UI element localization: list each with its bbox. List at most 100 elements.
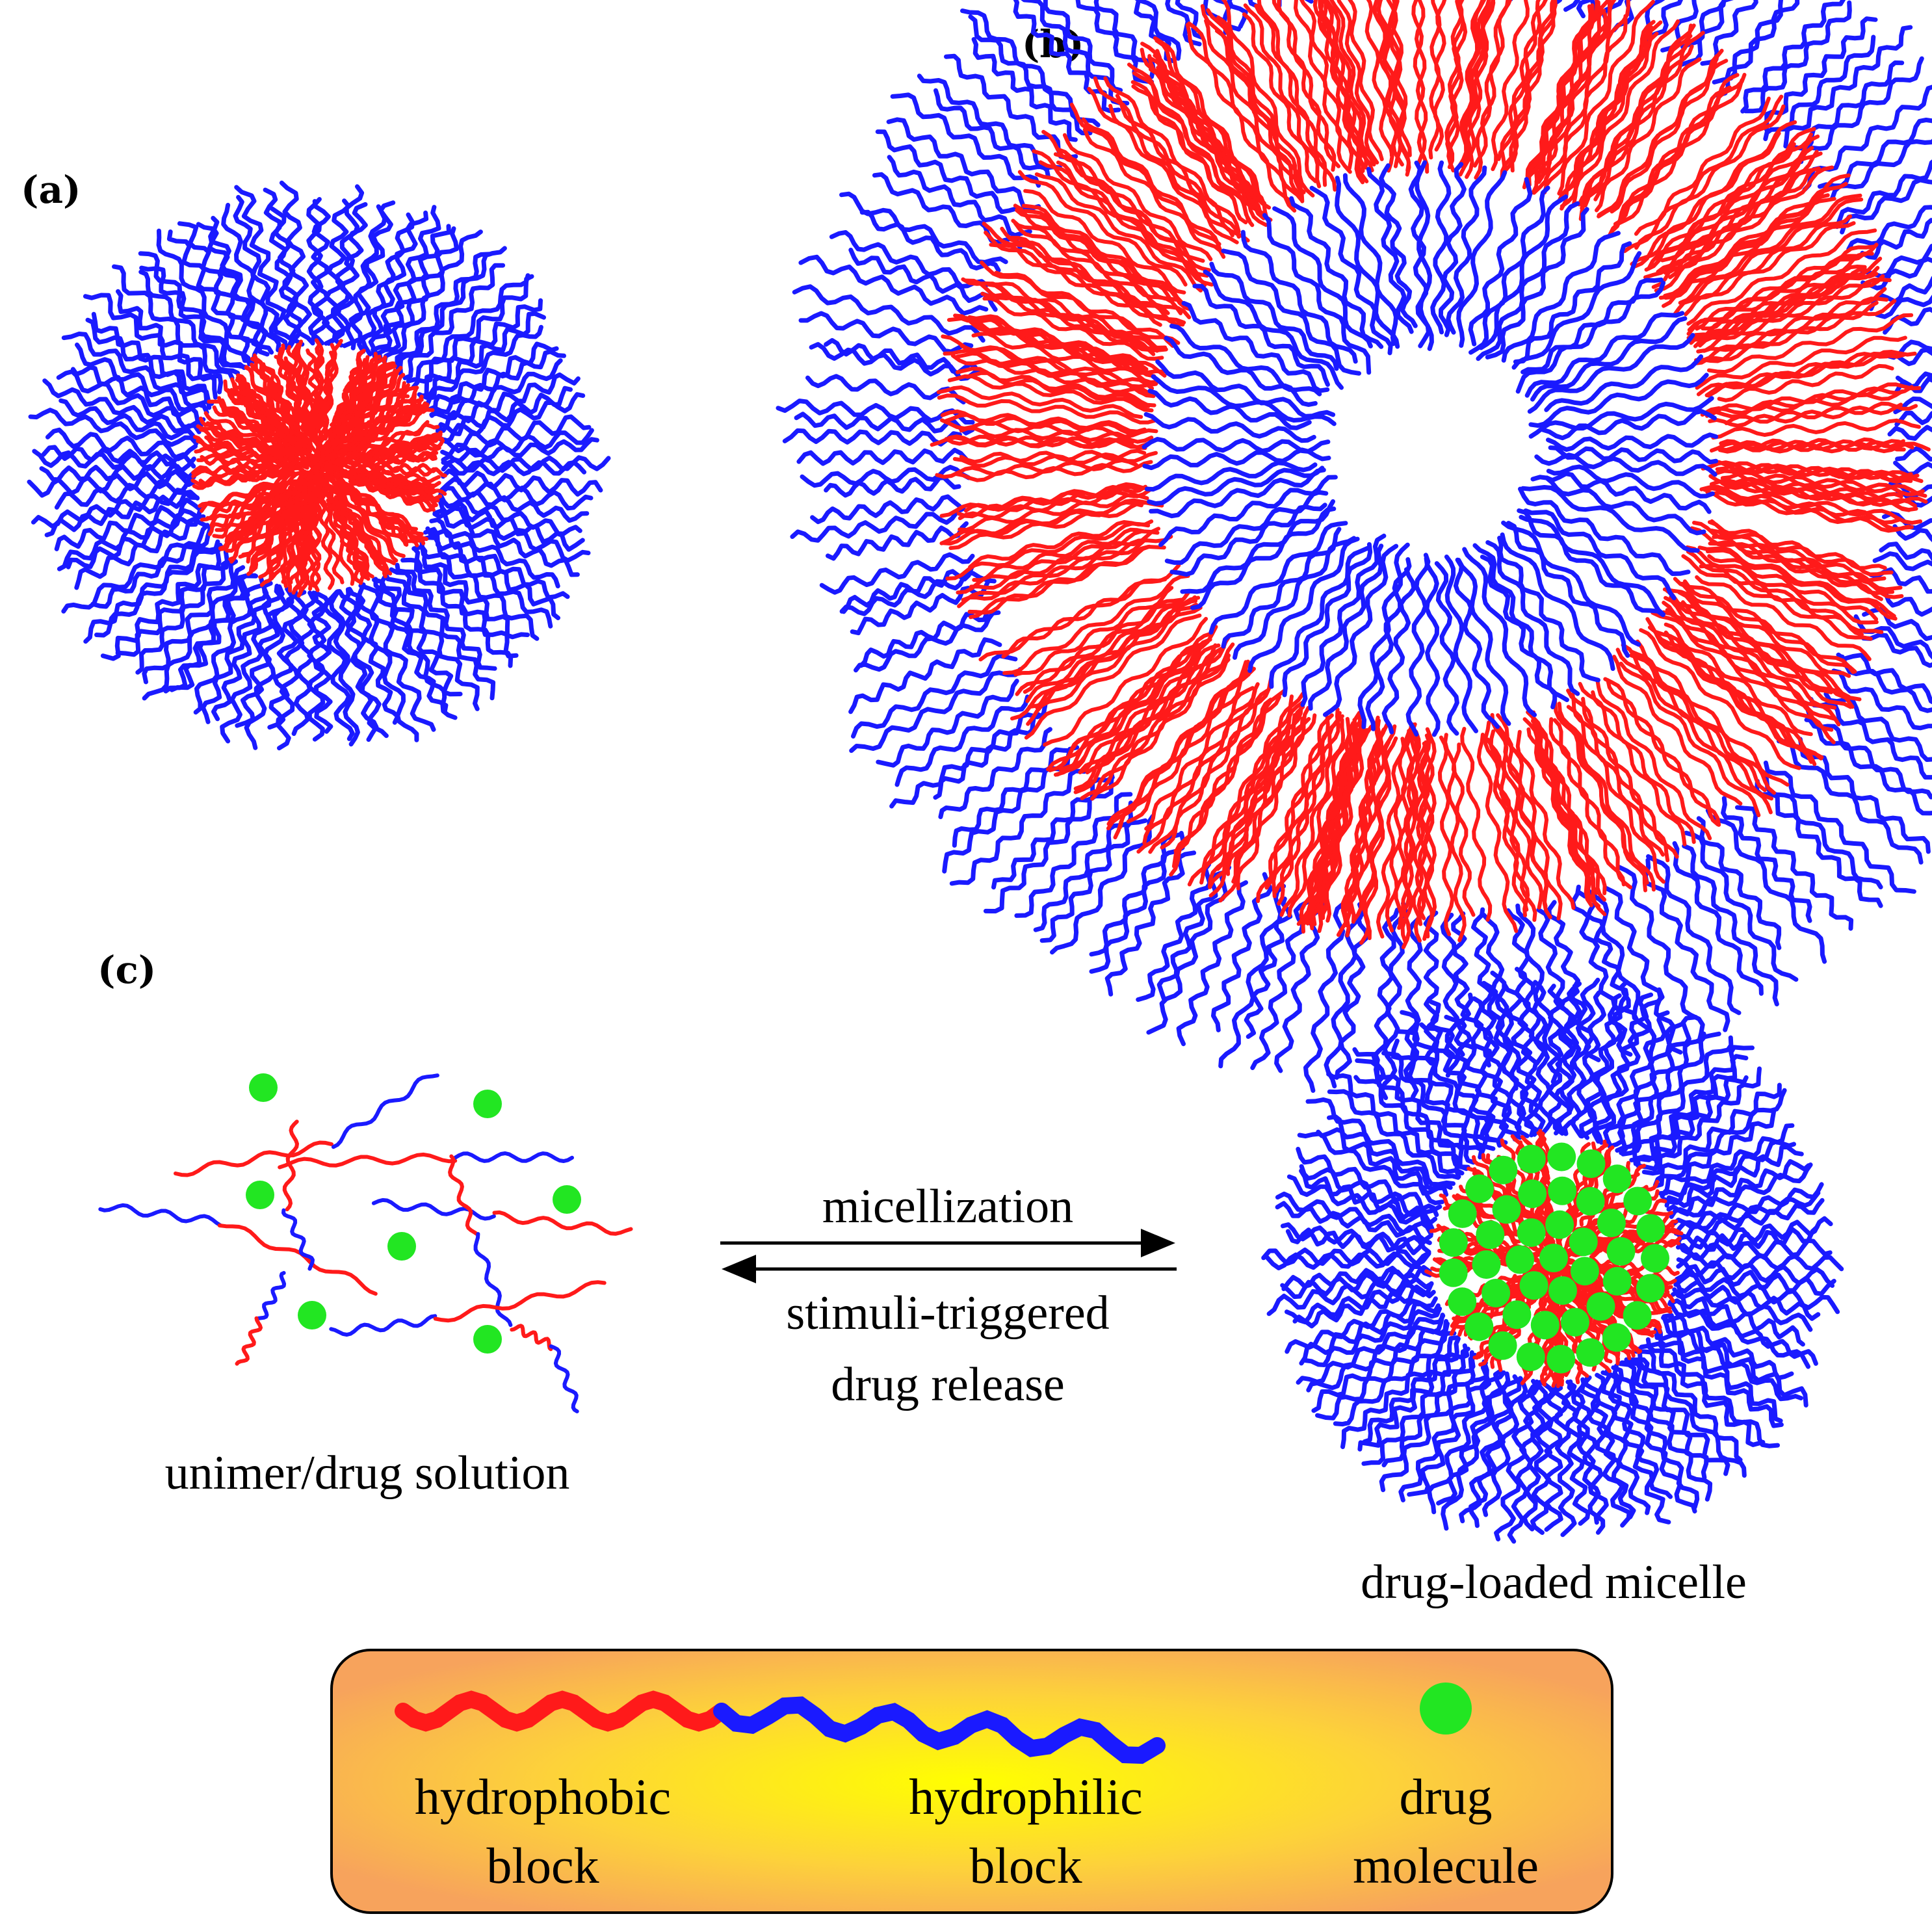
inner-hydrophilic-chain xyxy=(1309,185,1393,356)
hydrophobic-layer-chain xyxy=(1055,642,1207,777)
hydrophilic-chain xyxy=(61,332,215,409)
outer-hydrophilic-chain xyxy=(1823,691,1932,762)
hydrophobic-layer-chain xyxy=(1079,643,1218,772)
inner-hydrophilic-chain xyxy=(1476,201,1580,361)
outer-hydrophilic-chain xyxy=(1089,832,1183,957)
inner-hydrophilic-chain xyxy=(1381,567,1416,735)
hydrophobic-layer-chain xyxy=(1053,152,1197,268)
inner-hydrophilic-chain xyxy=(1519,514,1666,617)
outer-hydrophilic-chain xyxy=(1895,446,1932,462)
inner-hydrophilic-chain xyxy=(1379,163,1418,328)
outer-hydrophilic-chain xyxy=(1884,339,1932,360)
hydrophobic-chain xyxy=(345,423,440,458)
encapsulated-drug xyxy=(1465,1174,1494,1203)
outer-hydrophilic-chain xyxy=(1804,717,1932,816)
hydrophobic-layer-chain xyxy=(1187,694,1294,887)
outer-hydrophilic-chain xyxy=(960,8,1101,127)
hydrophobic-layer-chain xyxy=(1136,682,1260,854)
hydrophobic-layer-chain xyxy=(1348,0,1384,161)
inner-hydrophilic-chain xyxy=(1456,170,1508,348)
legend-box xyxy=(330,1649,1613,1914)
hydrophobic-layer-chain xyxy=(1187,21,1297,213)
hydrophobic-layer-chain xyxy=(1474,0,1510,180)
hydrophobic-layer-chain xyxy=(1411,740,1428,926)
outer-hydrophilic-chain xyxy=(1836,652,1932,705)
hydrophobic-layer-chain xyxy=(1433,0,1447,152)
hydrophilic-chain xyxy=(59,398,199,445)
inner-hydrophilic-chain xyxy=(1546,432,1719,452)
hydrophobic-layer-chain xyxy=(1639,628,1801,770)
hydrophobic-layer-chain xyxy=(1715,461,1924,483)
encapsulated-drug xyxy=(1636,1214,1665,1243)
hydrophobic-chain xyxy=(291,351,322,462)
hydrophobic-layer-chain xyxy=(1560,20,1663,211)
hydrophobic-chain xyxy=(332,434,434,467)
hydrophilic-chain xyxy=(1315,1321,1450,1421)
hydrophilic-chain xyxy=(441,455,611,473)
inner-hydrophilic-chain xyxy=(1513,241,1632,364)
encapsulated-drug xyxy=(1506,1245,1535,1274)
inner-hydrophilic-chain xyxy=(1517,508,1665,618)
hydrophobic-layer-chain xyxy=(1017,170,1188,287)
hydrophilic-chain xyxy=(45,427,198,462)
hydrophobic-layer-chain xyxy=(1698,274,1885,348)
hydrophilic-chain xyxy=(193,579,269,715)
hydrophilic-chain xyxy=(142,559,238,685)
hydrophilic-chain xyxy=(235,583,289,728)
hydrophobic-layer-chain xyxy=(1656,150,1819,274)
outer-hydrophilic-chain xyxy=(1799,56,1924,164)
hydrophobic-layer-chain xyxy=(1243,3,1322,189)
hydrophobic-layer-chain xyxy=(1723,480,1911,512)
legend-drug-dot xyxy=(1420,1683,1472,1735)
hydrophobic-layer-chain xyxy=(961,537,1148,602)
outer-hydrophilic-chain xyxy=(1678,0,1734,68)
hydrophilic-chain xyxy=(441,428,594,462)
hydrophilic-chain xyxy=(1327,1089,1461,1180)
hydrophilic-segment xyxy=(453,1151,574,1163)
inner-hydrophilic-chain xyxy=(1357,542,1410,729)
hydrophobic-layer-chain xyxy=(1695,575,1872,661)
hydrophobic-layer-chain xyxy=(1171,695,1281,869)
hydrophilic-chain xyxy=(1352,1047,1469,1172)
outer-hydrophilic-chain xyxy=(776,399,975,425)
hydrophobic-layer-chain xyxy=(1606,678,1721,827)
hydrophobic-segment xyxy=(278,1152,458,1170)
hydrophobic-layer-chain xyxy=(1634,96,1771,236)
hydrophobic-layer-chain xyxy=(1491,0,1530,172)
encapsulated-drug xyxy=(1548,1176,1577,1205)
encapsulated-drug xyxy=(1539,1244,1568,1272)
hydrophilic-chain xyxy=(1567,1379,1606,1535)
hydrophilic-chain xyxy=(83,539,220,644)
hydrophobic-layer-chain xyxy=(1709,529,1903,592)
inner-hydrophilic-chain xyxy=(1300,533,1387,707)
encapsulated-drug xyxy=(1502,1300,1532,1329)
outer-hydrophilic-chain xyxy=(1834,159,1932,229)
outer-hydrophilic-chain xyxy=(1893,460,1932,477)
hydrophilic-chain xyxy=(1636,1075,1749,1172)
outer-hydrophilic-chain xyxy=(889,703,1048,809)
hydrophilic-chain xyxy=(177,221,261,364)
hydrophobic-layer-chain xyxy=(1668,168,1813,274)
hydrophilic-chain xyxy=(424,324,543,408)
hydrophobic-layer-chain xyxy=(1106,659,1250,831)
hydrophilic-chain xyxy=(1264,1251,1431,1270)
drug-molecule xyxy=(249,1073,278,1102)
outer-hydrophilic-chain xyxy=(1853,614,1932,660)
outer-hydrophilic-chain xyxy=(1423,910,1440,1066)
encapsulated-drug xyxy=(1439,1228,1468,1257)
outer-hydrophilic-chain xyxy=(1776,739,1924,865)
outer-hydrophilic-chain xyxy=(1515,903,1563,1084)
inner-hydrophilic-chain xyxy=(1506,521,1630,658)
hydrophilic-chain xyxy=(406,274,534,384)
inner-hydrophilic-chain xyxy=(1147,465,1325,506)
hydrophobic-chain xyxy=(323,363,378,454)
hydrophobic-layer-chain xyxy=(1312,0,1365,174)
hydrophobic-layer-chain xyxy=(1682,579,1857,674)
hydrophobic-layer-chain xyxy=(1013,586,1174,677)
hydrophilic-chain xyxy=(1673,1198,1825,1240)
inner-hydrophilic-chain xyxy=(1438,162,1467,337)
outer-hydrophilic-chain xyxy=(1831,668,1932,731)
hydrophilic-chain xyxy=(200,577,269,724)
hydrophobic-chain xyxy=(198,467,291,488)
hydrophobic-layer-chain xyxy=(1610,59,1729,214)
